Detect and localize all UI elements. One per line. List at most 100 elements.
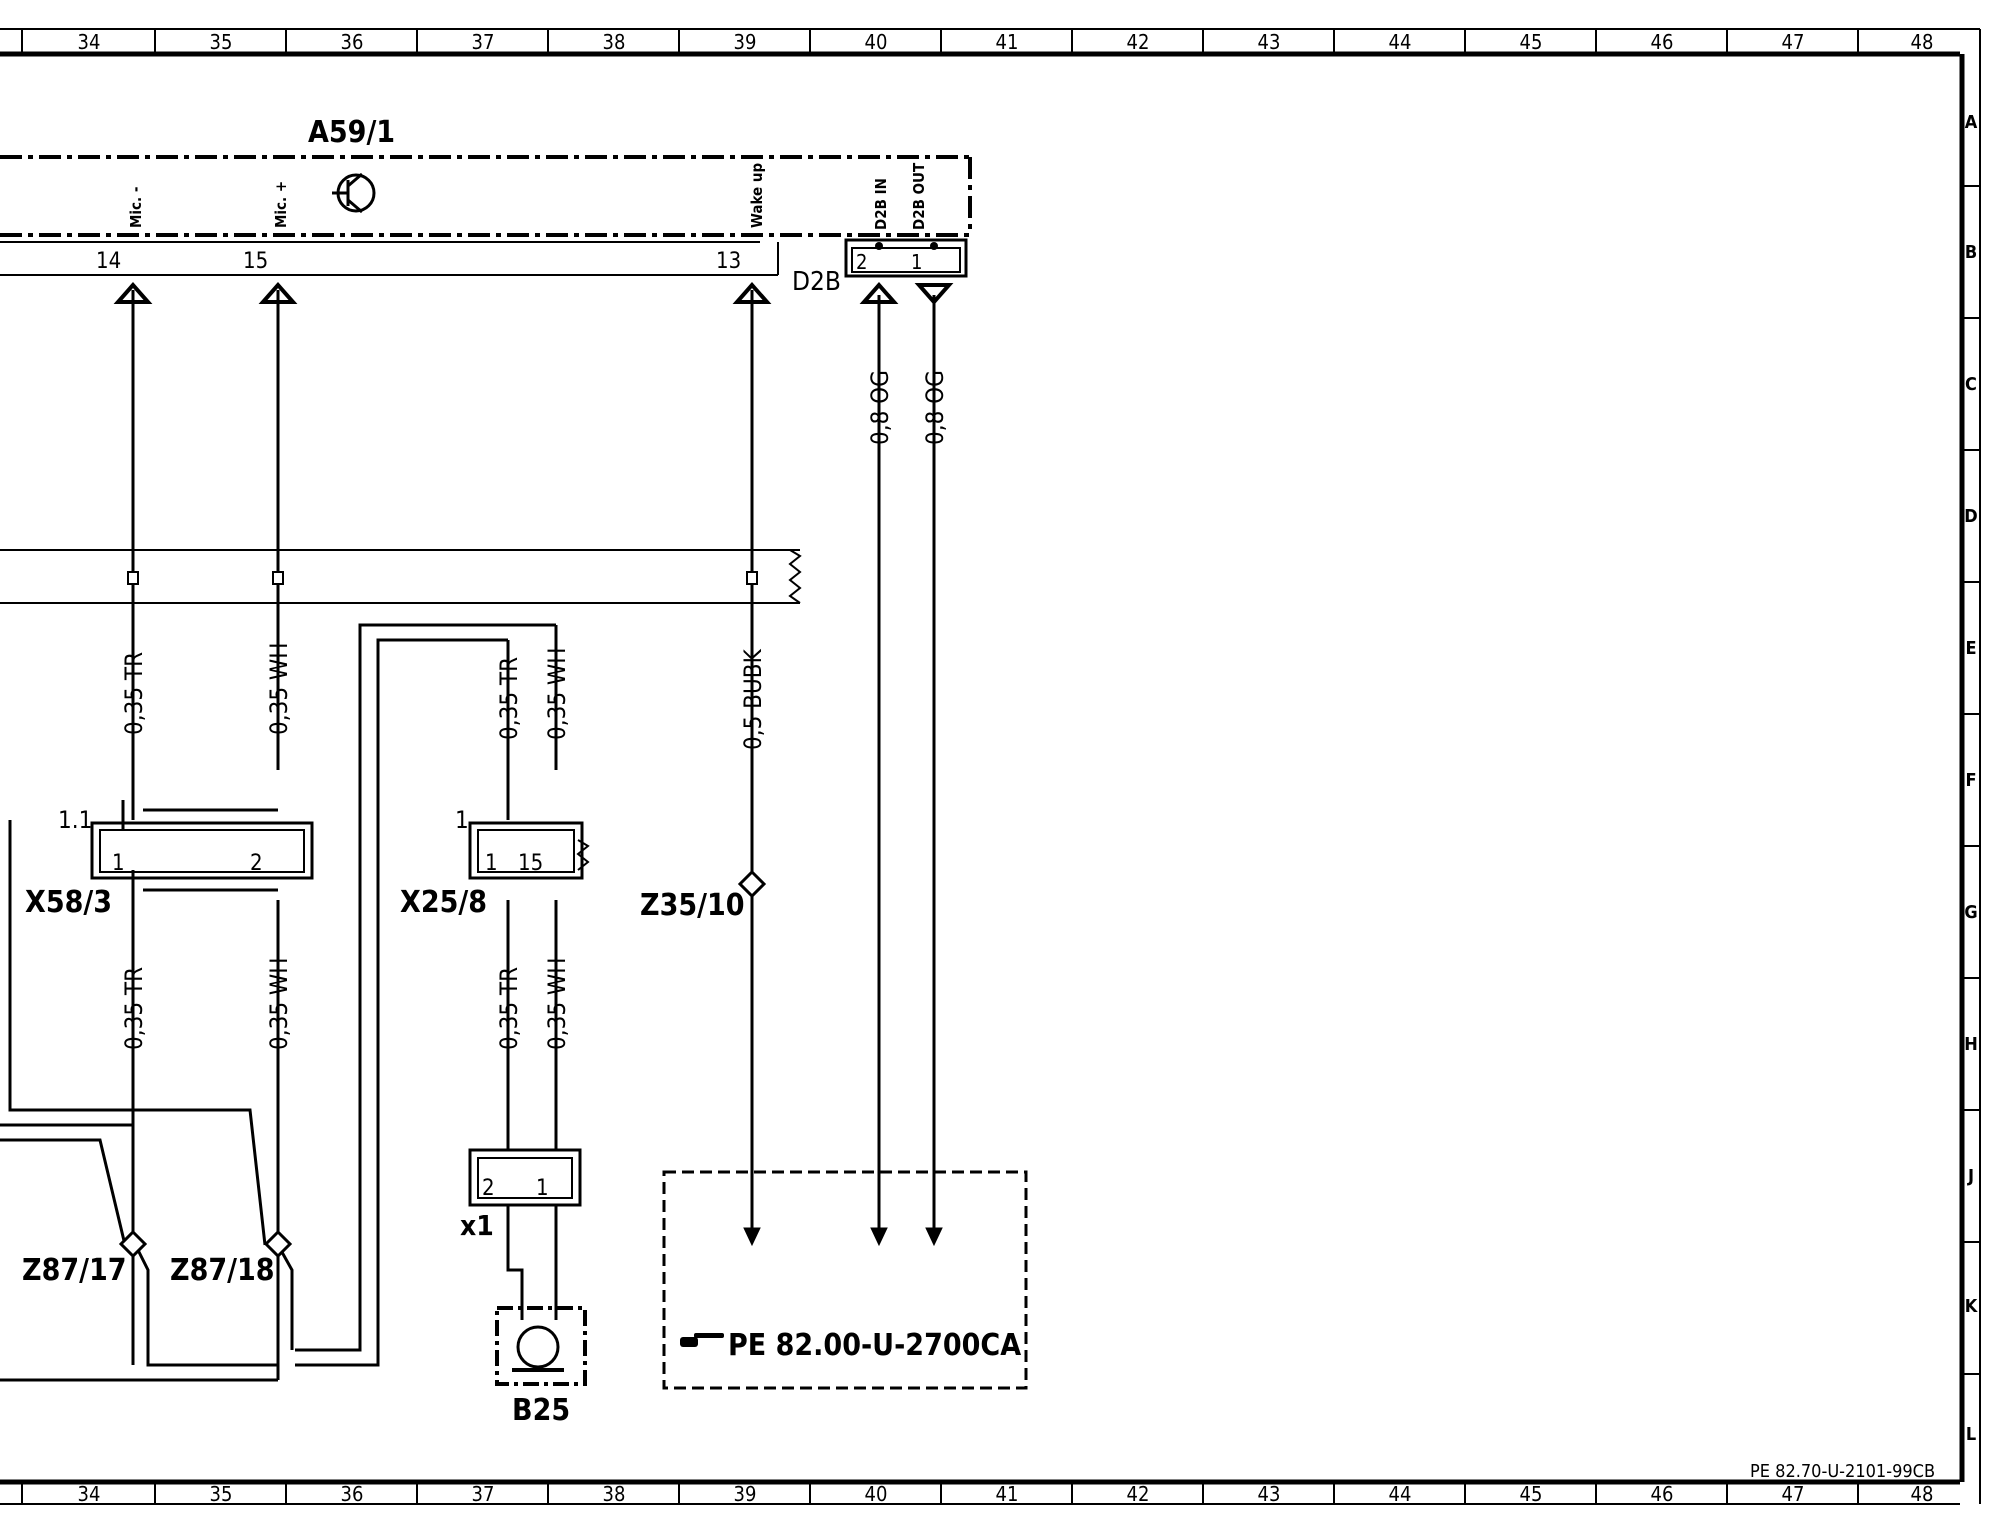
wire-label: 0,35 WH: [543, 957, 571, 1050]
drawing-frame: [0, 28, 1981, 1505]
column-label: 41: [996, 1482, 1019, 1506]
column-label: 37: [472, 30, 495, 54]
column-label: 42: [1127, 30, 1150, 54]
wire-label: 0,35 WH: [265, 642, 293, 735]
splice-z87-18: Z87/18: [170, 1229, 293, 1288]
wire-label: 0,35 WH: [265, 957, 293, 1050]
connector-x58-3: 1.1 1 2 X58/3: [25, 800, 314, 920]
column-label: 44: [1389, 1482, 1412, 1506]
column-label: 39: [734, 30, 757, 54]
pin-signal-d2b-in: D2B IN: [872, 178, 890, 230]
d2b-connector: 2 1 D2B: [792, 238, 968, 297]
wire-label: 0,35 TR: [495, 657, 523, 740]
reference-box: PE 82.00-U-2700CA: [662, 1170, 1028, 1390]
connector-pin: 1: [485, 851, 498, 876]
column-label: 47: [1782, 1482, 1805, 1506]
pin-signal-wake-up: Wake up: [748, 163, 766, 228]
row-label: G: [1964, 902, 1977, 923]
connector-pin: 2: [250, 851, 263, 876]
microphone-icon: [512, 1325, 564, 1372]
wire-label: 0,5 BUBK: [739, 648, 767, 750]
column-label: 47: [1782, 30, 1805, 54]
column-label: 39: [734, 1482, 757, 1506]
wire-label: 0,35 TR: [120, 652, 148, 735]
pin-signal-d2b-out: D2B OUT: [910, 162, 928, 230]
column-label: 45: [1520, 1482, 1543, 1506]
column-label: 38: [603, 1482, 626, 1506]
row-label: D: [1964, 506, 1977, 527]
splice-name: Z87/17: [22, 1253, 127, 1288]
column-label: 41: [996, 30, 1019, 54]
pin-number: 2: [856, 250, 867, 274]
wire-label: 0,8 OG: [866, 370, 894, 445]
column-label: 46: [1651, 30, 1674, 54]
column-label: 38: [603, 30, 626, 54]
row-label: C: [1965, 374, 1977, 395]
pointing-hand-icon: [680, 1333, 724, 1347]
column-label: 44: [1389, 30, 1412, 54]
pin-signal-mic-minus: Mic. -: [127, 187, 145, 228]
column-label: 37: [472, 1482, 495, 1506]
wire-label: 0,8 OG: [921, 370, 949, 445]
column-label: 34: [78, 1482, 101, 1506]
row-label: E: [1965, 638, 1976, 659]
row-label: H: [1964, 1034, 1978, 1055]
wire-label: 0,35 TR: [120, 967, 148, 1050]
row-labels: A B C D E F G H J K L: [1964, 112, 1979, 1445]
wire-label: 0,35 TR: [495, 967, 523, 1050]
connector-pin: 15: [518, 851, 543, 876]
transistor-icon: [332, 172, 376, 214]
pin-number: 13: [716, 249, 741, 274]
component-b25: B25: [495, 1306, 587, 1428]
wires: [0, 290, 936, 1382]
connector-name: X25/8: [400, 885, 487, 920]
pin-signal-mic-plus: Mic. +: [272, 181, 290, 228]
pin-number: 1: [911, 250, 922, 274]
column-labels-bottom: 34 35 36 37 38 39 40 41 42 43 44 45 46 4…: [78, 1482, 1934, 1506]
column-label: 46: [1651, 1482, 1674, 1506]
pin-arrows: [113, 281, 954, 306]
column-label: 36: [341, 1482, 364, 1506]
column-label: 36: [341, 30, 364, 54]
column-label: 43: [1258, 1482, 1281, 1506]
connector-pin: 2: [482, 1176, 495, 1201]
wire-label: 0,35 WH: [543, 647, 571, 740]
row-label: L: [1966, 1424, 1976, 1445]
column-label: 40: [865, 1482, 888, 1506]
module-name: A59/1: [308, 115, 395, 150]
row-label: A: [1965, 112, 1978, 133]
connector-x25-8: 1 1 15 X25/8: [400, 806, 590, 920]
column-label: 34: [78, 30, 101, 54]
row-label: F: [1965, 770, 1976, 791]
connector-ref: 1.1: [58, 806, 92, 834]
splice-name: Z87/18: [170, 1253, 275, 1288]
connector-pin: 1: [112, 851, 125, 876]
row-label: K: [1965, 1296, 1979, 1317]
pin-number: 14: [96, 249, 121, 274]
connector-pin: 1: [536, 1176, 549, 1201]
connector-name: x1: [460, 1209, 494, 1242]
column-label: 35: [210, 30, 233, 54]
column-label: 43: [1258, 30, 1281, 54]
module-a59-1: A59/1 Mic. - Mic. + Wake up D2B IN D2B O…: [0, 115, 972, 297]
column-label: 48: [1911, 30, 1934, 54]
row-label: B: [1965, 242, 1977, 263]
column-labels-top: 34 35 36 37 38 39 40 41 42 43 44 45 46 4…: [78, 30, 1934, 54]
component-name: B25: [512, 1393, 570, 1428]
connector-ref: 1: [455, 806, 469, 834]
column-label: 35: [210, 1482, 233, 1506]
splice-name: Z35/10: [640, 888, 745, 923]
column-label: 45: [1520, 30, 1543, 54]
harness-band: [0, 549, 802, 604]
splice-z35-10: Z35/10: [640, 869, 767, 923]
column-label: 42: [1127, 1482, 1150, 1506]
connector-name: X58/3: [25, 885, 112, 920]
d2b-connector-name: D2B: [792, 267, 841, 297]
row-label: J: [1967, 1166, 1974, 1187]
splice-z87-17: Z87/17: [22, 1229, 148, 1288]
column-label: 40: [865, 30, 888, 54]
band-crossing-markers: [127, 571, 758, 585]
document-number: PE 82.70-U-2101-99CB: [1750, 1461, 1935, 1482]
reference-text: PE 82.00-U-2700CA: [728, 1328, 1021, 1363]
